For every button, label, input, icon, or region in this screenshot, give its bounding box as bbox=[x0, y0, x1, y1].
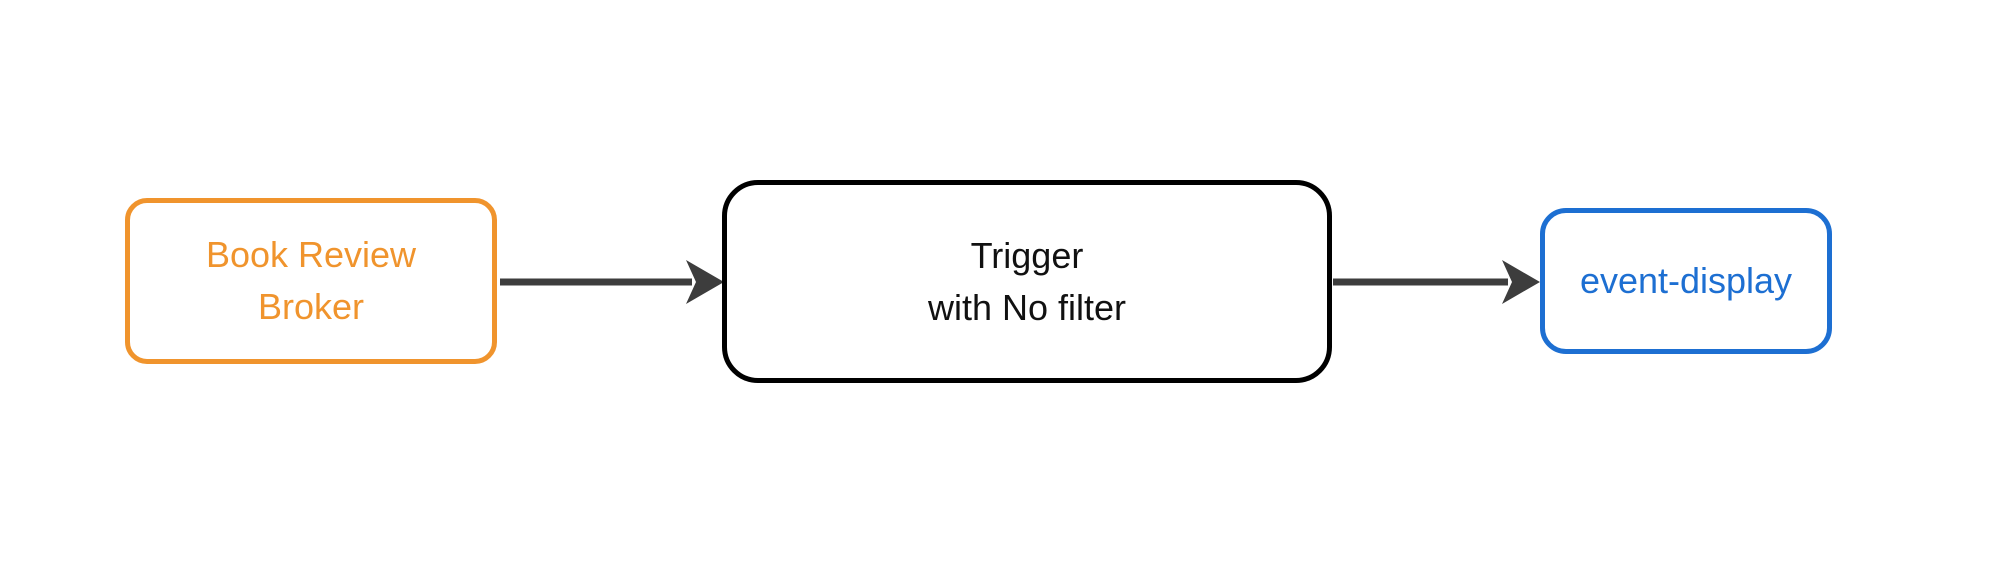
node-book-review-broker: Book Review Broker bbox=[125, 198, 497, 364]
arrow-trigger-to-event-display bbox=[1333, 260, 1540, 304]
node-trigger-with-no-filter-label: Trigger with No filter bbox=[927, 234, 1127, 328]
arrowhead-icon bbox=[686, 260, 724, 304]
node-event-display-label: event-display bbox=[1579, 260, 1793, 301]
node-event-display: event-display bbox=[1540, 208, 1832, 354]
arrowhead-icon bbox=[1502, 260, 1540, 304]
node-trigger-with-no-filter: Trigger with No filter bbox=[722, 180, 1332, 383]
arrow-broker-to-trigger bbox=[500, 260, 724, 304]
node-book-review-broker-label: Book Review Broker bbox=[205, 234, 417, 327]
